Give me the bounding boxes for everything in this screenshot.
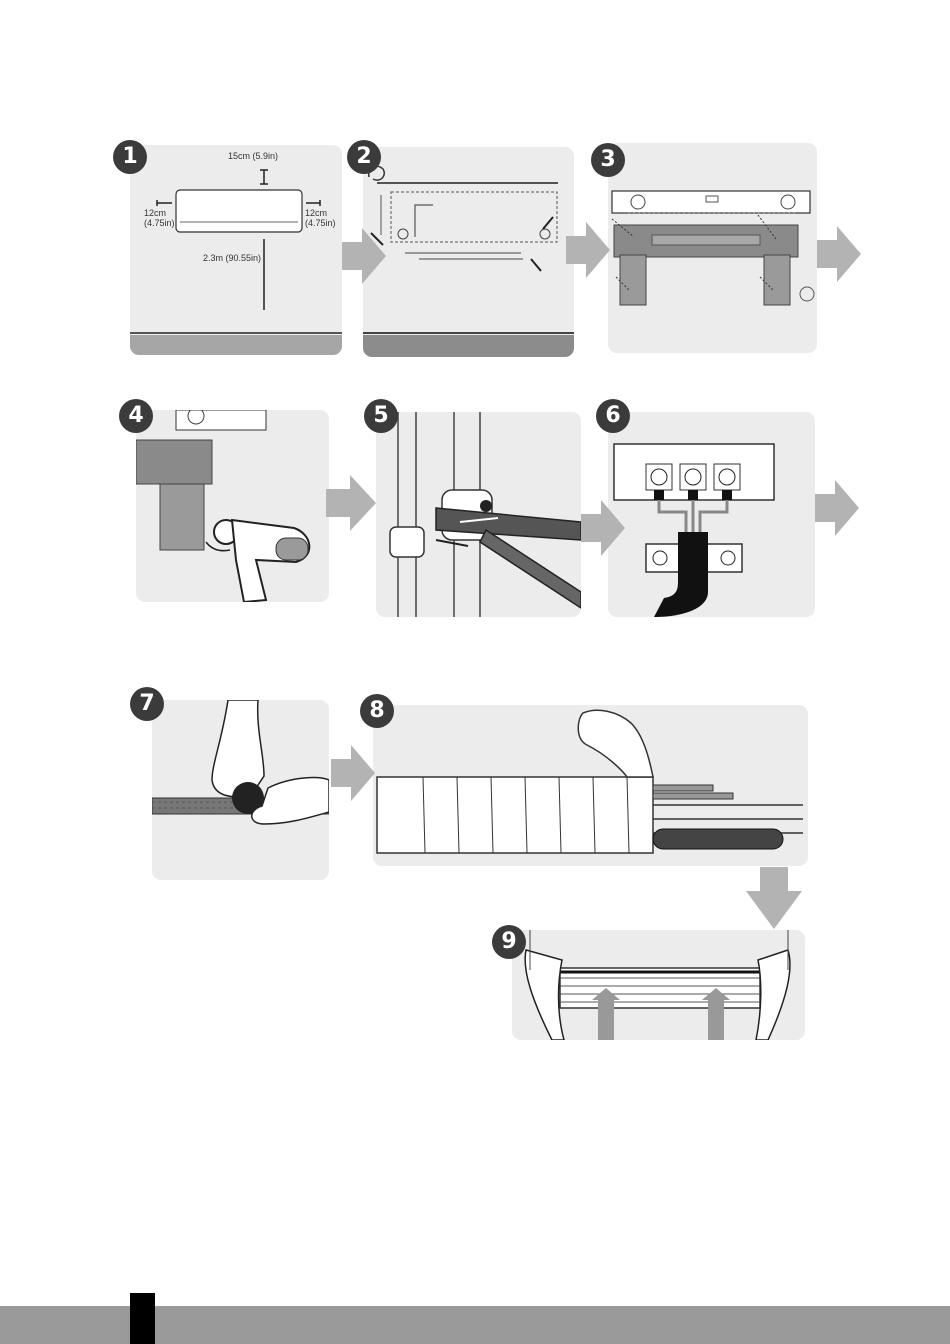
step-7-badge: 7: [130, 687, 164, 721]
step-6-badge: 6: [596, 399, 630, 433]
arrow-right-icon: [815, 480, 859, 536]
step-1-illustration: [130, 145, 342, 355]
step-4-badge: 4: [119, 399, 153, 433]
step-2-badge: 2: [347, 140, 381, 174]
step-5-illustration: [376, 412, 581, 617]
left-clearance-label: 12cm (4.75in): [144, 208, 175, 228]
step-2-panel: [363, 147, 574, 357]
step-5-panel: [376, 412, 581, 617]
step-6-illustration: [608, 412, 815, 617]
arrow-right-icon: [566, 222, 610, 278]
step-3-illustration: [608, 143, 817, 353]
step-9-badge: 9: [492, 925, 526, 959]
step-2-illustration: [363, 147, 574, 357]
arrow-right-icon: [342, 228, 386, 284]
step-4-illustration: [136, 410, 329, 602]
step-3-panel: [608, 143, 817, 353]
left-clearance-in: (4.75in): [144, 218, 175, 228]
step-4-panel: [136, 410, 329, 602]
arrow-right-icon: [331, 745, 375, 801]
step-7-illustration: [152, 700, 329, 880]
step-5-badge: 5: [364, 399, 398, 433]
arrow-right-icon: [817, 226, 861, 282]
arrow-down-icon: [746, 867, 802, 929]
step-3-badge: 3: [591, 143, 625, 177]
top-clearance-label: 15cm (5.9in): [228, 151, 278, 161]
step-8-panel: [373, 705, 808, 866]
step-1-panel: 15cm (5.9in) 12cm (4.75in) 12cm (4.75in)…: [130, 145, 342, 355]
step-8-illustration: [373, 705, 808, 866]
step-9-illustration: [512, 930, 805, 1040]
step-6-panel: [608, 412, 815, 617]
footer-page-marker: [130, 1293, 155, 1344]
step-7-panel: [152, 700, 329, 880]
step-9-panel: [512, 930, 805, 1040]
right-clearance-in: (4.75in): [305, 218, 336, 228]
step-1-badge: 1: [113, 140, 147, 174]
floor-clearance-label: 2.3m (90.55in): [203, 253, 261, 263]
right-clearance-cm: 12cm: [305, 208, 336, 218]
right-clearance-label: 12cm (4.75in): [305, 208, 336, 228]
step-8-badge: 8: [360, 694, 394, 728]
arrow-right-icon: [581, 500, 625, 556]
left-clearance-cm: 12cm: [144, 208, 175, 218]
arrow-right-icon: [326, 475, 376, 531]
